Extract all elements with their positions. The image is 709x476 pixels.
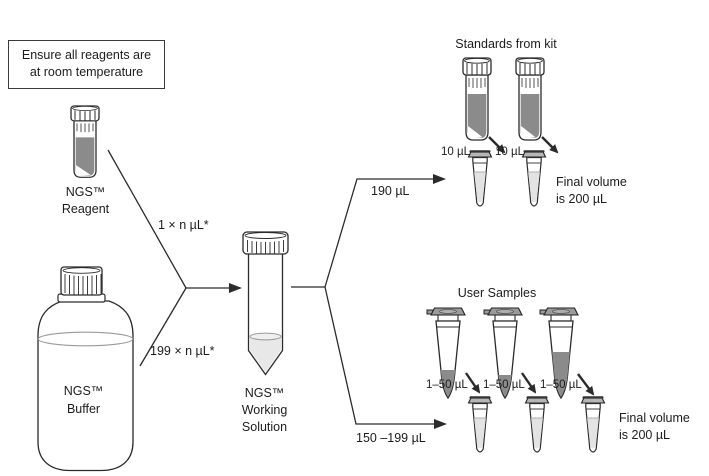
- buffer-label: NGS™ Buffer: [63, 384, 104, 416]
- buffer-bottle-icon: [37, 266, 134, 472]
- samples-transfer-volume-label: 150 –199 µL: [356, 431, 426, 445]
- sample-assay-tube-icon-1: [524, 395, 550, 453]
- samples-final-volume-note: Final volume is 200 µL: [619, 411, 690, 442]
- reagent-label: NGS™ Reagent: [61, 185, 110, 216]
- standards-final-volume-note: Final volume is 200 µL: [556, 175, 627, 206]
- user-samples-title: User Samples: [457, 286, 537, 300]
- standard-aliquot-arrow-1: [541, 136, 559, 154]
- sample-aliquot-arrow-2: [577, 373, 595, 396]
- user-sample-tube-icon-1: [483, 307, 523, 399]
- standard-kit-tube-icon-0: [462, 57, 492, 141]
- buffer-flow-line: [139, 287, 187, 367]
- standard-aliquot-arrow-0: [488, 136, 506, 154]
- standard-aliquot-volume-0: 10 µL: [441, 146, 471, 158]
- reagent-tube-icon: [70, 105, 100, 178]
- working-solution-tube-icon: [242, 231, 289, 376]
- user-sample-tube-icon-0: [426, 307, 466, 399]
- standards-title: Standards from kit: [455, 37, 557, 51]
- room-temperature-note: Ensure all reagents are at room temperat…: [8, 40, 165, 89]
- reagent-flow-line: [107, 149, 187, 289]
- standard-aliquot-volume-1: 10 µL: [495, 146, 525, 158]
- sample-aliquot-volume-0: 1–50 µL: [426, 379, 468, 391]
- sample-assay-tube-icon-2: [580, 395, 606, 453]
- standard-assay-tube-icon-1: [521, 149, 547, 207]
- standards-branch-arrow: [324, 174, 446, 288]
- working-solution-label: NGS™ Working Solution: [241, 386, 288, 434]
- sample-assay-tube-icon-0: [467, 395, 493, 453]
- sample-aliquot-arrow-0: [465, 372, 481, 394]
- samples-branch-arrow: [324, 286, 447, 429]
- reagent-volume-label: 1 × n µL*: [158, 218, 209, 232]
- buffer-liquid-line: [37, 331, 134, 347]
- buffer-volume-label: 199 × n µL*: [150, 344, 215, 358]
- standard-kit-tube-icon-1: [515, 57, 545, 141]
- standard-assay-tube-icon-0: [467, 149, 493, 207]
- standards-transfer-volume-label: 190 µL: [371, 184, 410, 198]
- sample-aliquot-volume-2: 1–50 µL: [540, 379, 582, 391]
- sample-aliquot-arrow-1: [521, 372, 537, 394]
- sample-aliquot-volume-1: 1–50 µL: [483, 379, 525, 391]
- user-sample-tube-icon-2: [539, 307, 579, 399]
